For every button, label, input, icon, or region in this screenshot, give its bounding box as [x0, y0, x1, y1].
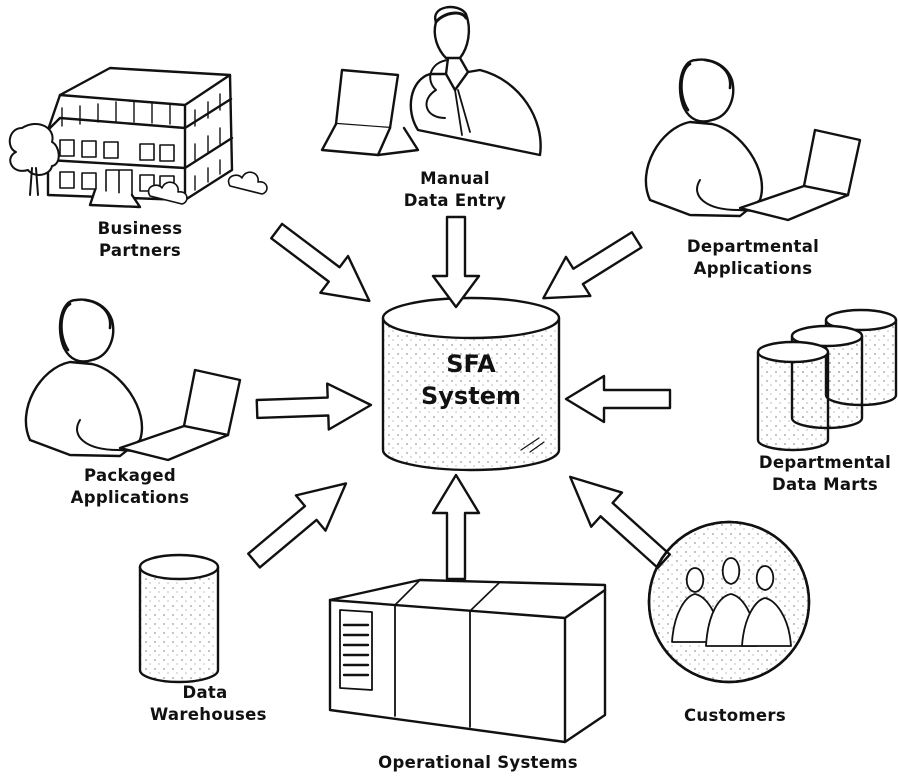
label-line: Data — [182, 683, 228, 702]
arrow-from-customers — [568, 475, 672, 570]
label-line: Operational Systems — [378, 753, 578, 772]
arrow-from-departmental-data-marts — [564, 374, 672, 424]
departmental-data-marts-label: Departmental Data Marts — [752, 452, 898, 496]
arrow-from-operational-systems — [431, 473, 481, 581]
operational-systems-label: Operational Systems — [378, 752, 578, 774]
label-line: Partners — [98, 241, 182, 260]
label-line: Data Entry — [403, 191, 507, 210]
label-line: Applications — [693, 259, 813, 278]
packaged-applications-label: Packaged Applications — [60, 465, 200, 509]
label-line: Customers — [684, 706, 786, 725]
label-line: Packaged — [84, 466, 176, 485]
business-partners-label: Business Partners — [80, 218, 200, 262]
building-icon — [46, 66, 234, 209]
woman-at-laptop-icon — [644, 58, 862, 222]
arrow-from-manual-data-entry — [431, 215, 481, 309]
label-line: Data Marts — [772, 475, 878, 494]
customers-label: Customers — [680, 705, 790, 727]
tree-icon — [8, 123, 60, 196]
data-warehouses-label: Data Warehouses — [150, 682, 267, 726]
sfa-system-label: SFA System — [421, 348, 521, 412]
label-line: Business — [97, 219, 183, 238]
label-line: Departmental — [758, 453, 892, 472]
label-line: Warehouses — [150, 705, 267, 724]
label-line: Applications — [70, 488, 190, 507]
sfa-system-label-line1: SFA — [446, 350, 496, 378]
data-marts-cylinders — [756, 308, 898, 452]
data-warehouse-cylinder — [138, 553, 220, 684]
woman-at-laptop-icon — [24, 298, 242, 462]
man-at-laptop-icon — [320, 5, 542, 157]
label-line: Manual — [420, 169, 490, 188]
shrubs-icon — [147, 171, 268, 205]
sfa-system-cylinder — [381, 296, 561, 472]
customers-group-icon — [647, 520, 811, 684]
departmental-applications-label: Departmental Applications — [678, 236, 828, 280]
label-line: Departmental — [686, 237, 820, 256]
arrow-from-data-warehouses — [247, 482, 348, 569]
manual-data-entry-label: Manual Data Entry — [395, 168, 515, 212]
arrow-from-packaged-applications — [255, 382, 373, 431]
arrow-from-departmental-applications — [542, 231, 643, 300]
arrow-from-business-partners — [270, 222, 371, 303]
sfa-system-label-line2: System — [421, 382, 521, 410]
server-cabinet-icon — [328, 578, 607, 744]
